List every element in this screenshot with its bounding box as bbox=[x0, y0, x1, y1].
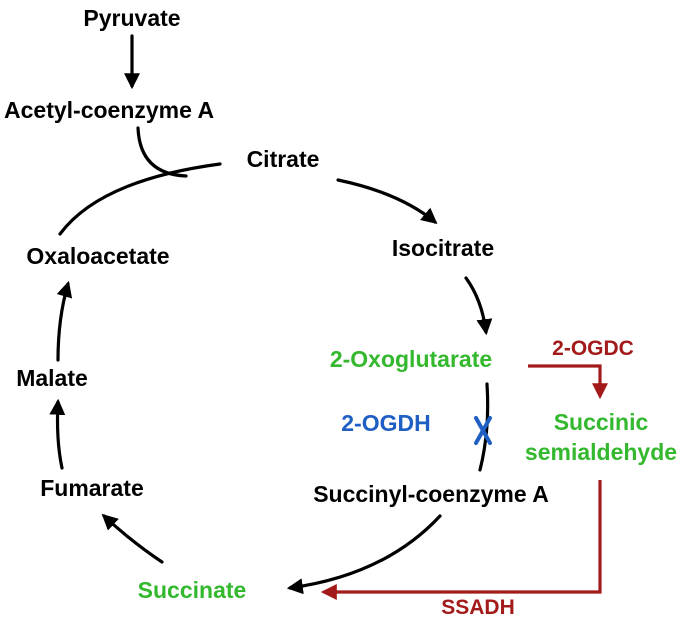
malate-label: Malate bbox=[16, 365, 88, 391]
blocked-step-cross-icon bbox=[474, 416, 492, 445]
ogdh-enzyme-label: 2-OGDH bbox=[341, 410, 430, 436]
succinic-semialdehyde-label-line2: semialdehyde bbox=[525, 439, 677, 465]
oxoglutarate-to-semialdehyde-arrow bbox=[528, 364, 608, 400]
pyruvate-label: Pyruvate bbox=[83, 5, 180, 31]
isocitrate-label: Isocitrate bbox=[392, 235, 494, 261]
succinate-label: Succinate bbox=[138, 577, 247, 603]
citrate-to-isocitrate-arrow bbox=[336, 178, 438, 225]
acetyl-coa-joining-curve bbox=[136, 126, 188, 178]
fumarate-to-malate-arrow bbox=[49, 398, 66, 470]
ogdc-enzyme-label: 2-OGDC bbox=[552, 337, 634, 360]
semialdehyde-to-succinate-arrow bbox=[320, 480, 602, 600]
isocitrate-to-oxoglutarate-arrow bbox=[464, 276, 493, 336]
oxoglutarate-to-succinyl-coa-arc bbox=[478, 382, 490, 472]
malate-to-oxaloacetate-arrow bbox=[56, 280, 73, 362]
oxaloacetate-to-citrate-arc bbox=[58, 162, 222, 236]
succinic-semialdehyde-label-line1: Succinic bbox=[554, 409, 649, 435]
acetyl-coa-label: Acetyl-coenzyme A bbox=[4, 97, 214, 123]
oxaloacetate-label: Oxaloacetate bbox=[26, 243, 169, 269]
succinyl-coa-to-succinate-arrow bbox=[286, 514, 442, 595]
succinate-to-fumarate-arrow bbox=[101, 513, 164, 564]
oxoglutarate-label: 2-Oxoglutarate bbox=[330, 346, 492, 372]
ssadh-enzyme-label: SSADH bbox=[441, 596, 515, 619]
fumarate-label: Fumarate bbox=[40, 475, 144, 501]
succinyl-coa-label: Succinyl-coenzyme A bbox=[313, 481, 549, 507]
citrate-label: Citrate bbox=[247, 146, 320, 172]
